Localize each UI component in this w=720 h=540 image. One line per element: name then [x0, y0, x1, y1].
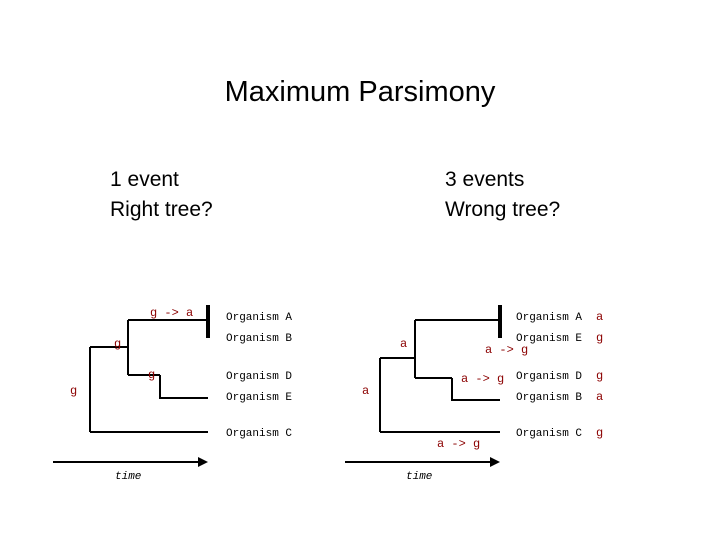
right-event-label-3: a -> g — [437, 437, 480, 451]
left-heading: 1 event Right tree? — [110, 165, 213, 225]
right-organism-3: Organism D — [516, 371, 582, 383]
left-organism-4: Organism E — [226, 392, 292, 404]
right-organism-1: Organism A — [516, 312, 582, 324]
left-branch-e — [159, 375, 208, 399]
right-node-label-2: a — [362, 384, 369, 398]
right-organism-5: Organism C — [516, 428, 582, 440]
left-heading-line1: 1 event — [110, 168, 179, 191]
left-organism-3: Organism D — [226, 371, 292, 383]
left-event-label: g -> a — [150, 306, 193, 320]
right-state-4: a — [596, 390, 603, 404]
page-title: Maximum Parsimony — [224, 76, 496, 108]
left-node-label-2: g — [148, 368, 155, 382]
right-time-label: time — [406, 471, 432, 483]
right-heading-line1: 3 events — [445, 168, 525, 191]
left-organism-5: Organism C — [226, 428, 292, 440]
right-state-1: a — [596, 310, 603, 324]
right-time-arrow-icon — [490, 457, 500, 467]
right-event-label-1: a -> g — [485, 343, 528, 357]
right-heading-line2: Wrong tree? — [445, 198, 561, 221]
left-heading-line2: Right tree? — [110, 198, 213, 221]
left-organism-1: Organism A — [226, 312, 292, 324]
right-heading: 3 events Wrong tree? — [445, 165, 560, 225]
right-organism-2: Organism E — [516, 333, 582, 345]
right-branch-b — [451, 378, 500, 401]
right-state-3: g — [596, 369, 603, 383]
right-state-2: g — [596, 331, 603, 345]
left-time-arrow-icon — [198, 457, 208, 467]
left-node-label-1: g — [114, 337, 121, 351]
right-node-label-1: a — [400, 337, 407, 351]
right-event-label-2: a -> g — [461, 372, 504, 386]
right-tree: a a a -> g a -> g a -> g Organism A Orga… — [345, 305, 603, 483]
left-tree: g -> a g g g Organism A Organism B Organ… — [53, 305, 292, 483]
right-organism-4: Organism B — [516, 392, 582, 404]
left-node-label-3: g — [70, 384, 77, 398]
left-organism-2: Organism B — [226, 333, 292, 345]
right-state-5: g — [596, 426, 603, 440]
left-time-label: time — [115, 471, 141, 483]
